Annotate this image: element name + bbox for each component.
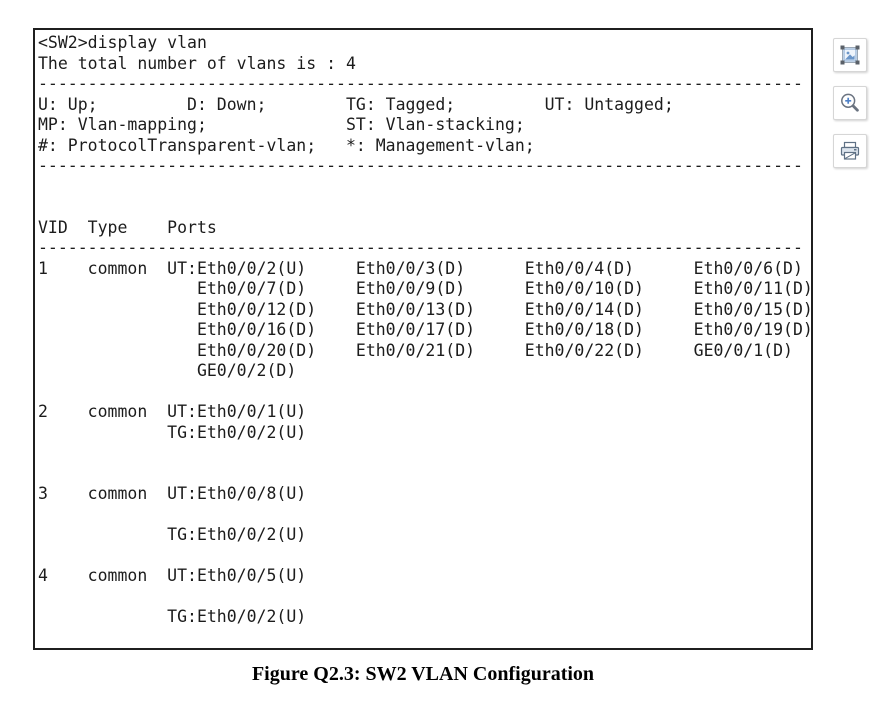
print-button[interactable] [833, 134, 867, 168]
zoom-in-icon [841, 93, 859, 112]
terminal-text: <SW2>display vlan The total number of vl… [38, 33, 813, 626]
print-icon [840, 141, 860, 160]
image-toolbar [833, 38, 867, 168]
figure-caption: Figure Q2.3: SW2 VLAN Configuration [251, 663, 595, 685]
terminal-output-panel: <SW2>display vlan The total number of vl… [33, 28, 813, 650]
image-select-icon [840, 45, 860, 65]
select-image-button[interactable] [833, 38, 867, 72]
zoom-in-button[interactable] [833, 86, 867, 120]
